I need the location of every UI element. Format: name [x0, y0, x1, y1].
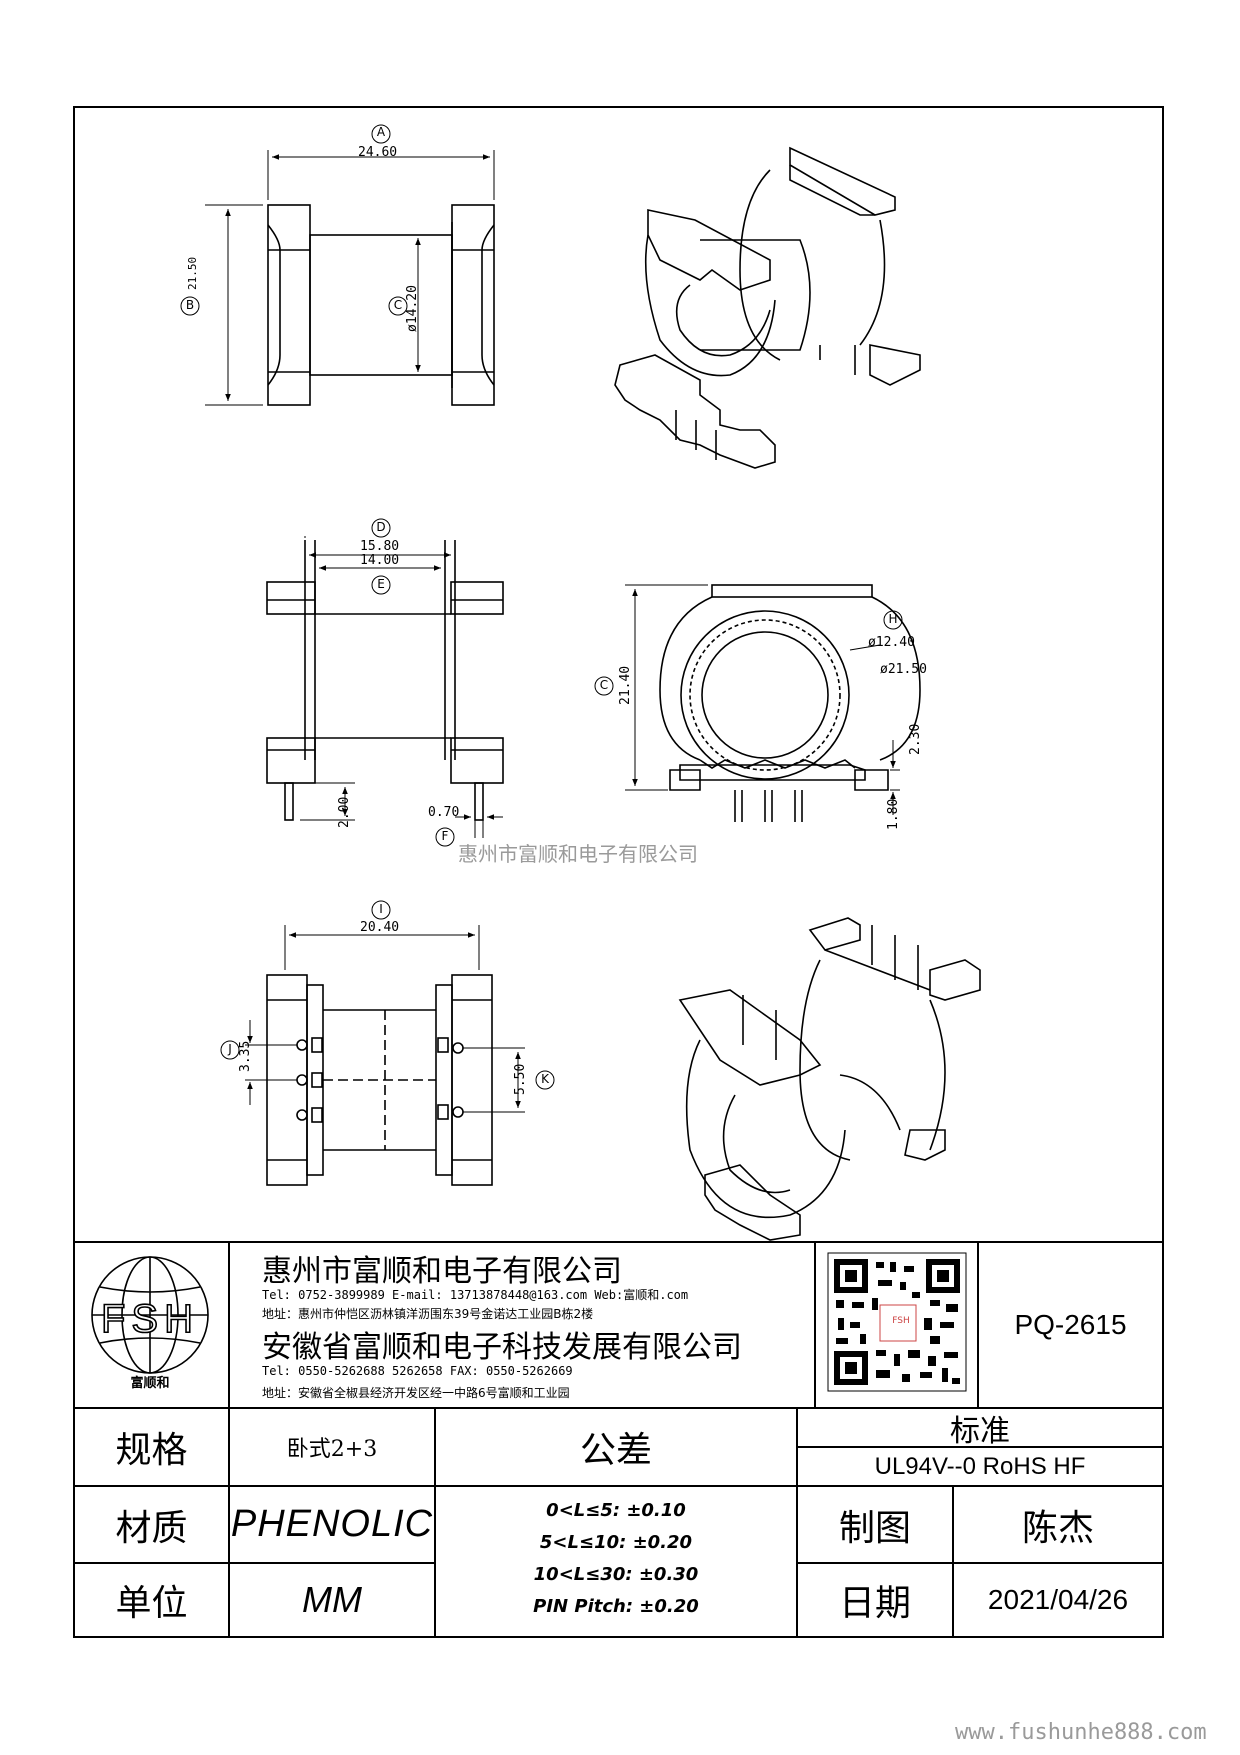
dim-k-text: 5.50	[513, 1063, 528, 1095]
spec-value: 卧式2+3	[286, 1437, 378, 1462]
company1-contact: Tel: 0752-3899989 E-mail: 13713878448@16…	[262, 1288, 689, 1302]
top-view	[267, 204, 495, 406]
dim-e-text: 14.00	[360, 553, 400, 568]
marker-i: I	[379, 902, 383, 916]
marker-f-circle	[435, 827, 455, 847]
fsh-globe-logo	[91, 1256, 209, 1374]
dim-pin-dia-text: 0.70	[428, 805, 460, 820]
dim-h2-text: ø21.50	[880, 662, 927, 677]
company2-contact: Tel: 0550-5262688 5262658 FAX: 0550-5262…	[262, 1364, 573, 1378]
tolerance-line: 5<L≤10: ±0.20	[539, 1532, 693, 1553]
material-value: PHENOLIC	[230, 1503, 434, 1545]
company1-name: 惠州市富顺和电子有限公司	[262, 1254, 622, 1289]
dim-pin-base-text: 1.80	[886, 798, 901, 830]
iso-view-1	[614, 146, 921, 469]
dim-c2-text: 21.40	[618, 665, 633, 705]
center-watermark: 惠州市富顺和电子有限公司	[458, 842, 698, 866]
qr-caption: FSH	[892, 1316, 910, 1326]
marker-e: E	[377, 577, 385, 591]
marker-c1: C	[393, 298, 403, 312]
marker-j-circle	[220, 1040, 240, 1060]
standard-label: 标准	[950, 1413, 1010, 1449]
marker-b-circle	[180, 296, 200, 316]
dim-d-text: 15.80	[360, 539, 400, 554]
sheet-border	[73, 106, 1164, 1638]
dim-c1-text: ø14.20	[405, 285, 420, 332]
dim-pin-gap-text: 2.30	[908, 723, 923, 755]
dim-i-text: 20.40	[360, 920, 400, 935]
front-view	[266, 540, 504, 821]
tolerance-lines: 0<L≤5: ±0.10 5<L≤10: ±0.20 10<L≤30: ±0.3…	[435, 1495, 797, 1623]
drawn-label: 制图	[838, 1507, 911, 1549]
tolerance-label: 公差	[579, 1430, 652, 1471]
standard-value: UL94V--0 RoHS HF	[874, 1452, 1086, 1480]
marker-a-circle	[371, 124, 391, 144]
marker-b: B	[185, 298, 195, 312]
logo-caption: 富顺和	[130, 1376, 170, 1391]
marker-e-circle	[371, 575, 391, 595]
company2-address: 地址：安徽省全椒县经济开发区经一中路6号富顺和工业园	[262, 1386, 570, 1400]
unit-label: 单位	[115, 1583, 188, 1624]
company1-address: 地址：惠州市仲恺区沥林镇洋沥围东39号金诺达工业园B栋2楼	[262, 1307, 594, 1321]
bottom-view-dims	[245, 925, 525, 1113]
dim-pin-len-text: 2.00	[337, 796, 352, 828]
marker-k: K	[541, 1072, 549, 1086]
marker-j: J	[228, 1042, 232, 1056]
front-view-dims	[300, 536, 503, 838]
marker-c1-circle	[388, 296, 408, 316]
company2-name: 安徽省富顺和电子科技发展有限公司	[262, 1330, 742, 1365]
side-view-dims	[625, 584, 900, 815]
bottom-view	[266, 974, 493, 1186]
marker-d: D	[376, 520, 386, 534]
dim-a-text: 24.60	[358, 145, 398, 160]
qr-code	[827, 1252, 967, 1392]
marker-a: A	[376, 125, 386, 139]
marker-c2: C	[599, 678, 609, 692]
logo-letters: FSH	[101, 1297, 199, 1341]
marker-h: H	[888, 612, 898, 626]
marker-c2-circle	[594, 676, 614, 696]
date-label: 日期	[838, 1583, 911, 1624]
top-view-dims	[205, 150, 495, 406]
marker-k-circle	[535, 1070, 555, 1090]
dim-h1-text: ø12.40	[868, 635, 915, 650]
material-label: 材质	[115, 1507, 188, 1549]
marker-f: F	[441, 829, 449, 843]
drawn-value: 陈杰	[1021, 1507, 1094, 1549]
dim-j-text: 3.35	[238, 1040, 253, 1072]
tolerance-line: 0<L≤5: ±0.10	[546, 1500, 686, 1521]
marker-d-circle	[371, 518, 391, 538]
part-number: PQ-2615	[1014, 1309, 1127, 1340]
tolerance-line: PIN Pitch: ±0.20	[533, 1596, 699, 1617]
title-block-grid	[74, 1241, 1163, 1637]
marker-h-circle	[883, 610, 903, 630]
side-view	[659, 584, 921, 822]
spec-label: 规格	[115, 1430, 188, 1471]
marker-i-circle	[371, 900, 391, 920]
tolerance-line: 10<L≤30: ±0.30	[533, 1564, 699, 1585]
iso-view-2	[678, 917, 981, 1241]
date-value: 2021/04/26	[987, 1584, 1129, 1615]
url-watermark: www.fushunhe888.com	[955, 1720, 1207, 1745]
dim-b-text: 21.50	[186, 256, 199, 290]
unit-value: MM	[302, 1579, 362, 1620]
